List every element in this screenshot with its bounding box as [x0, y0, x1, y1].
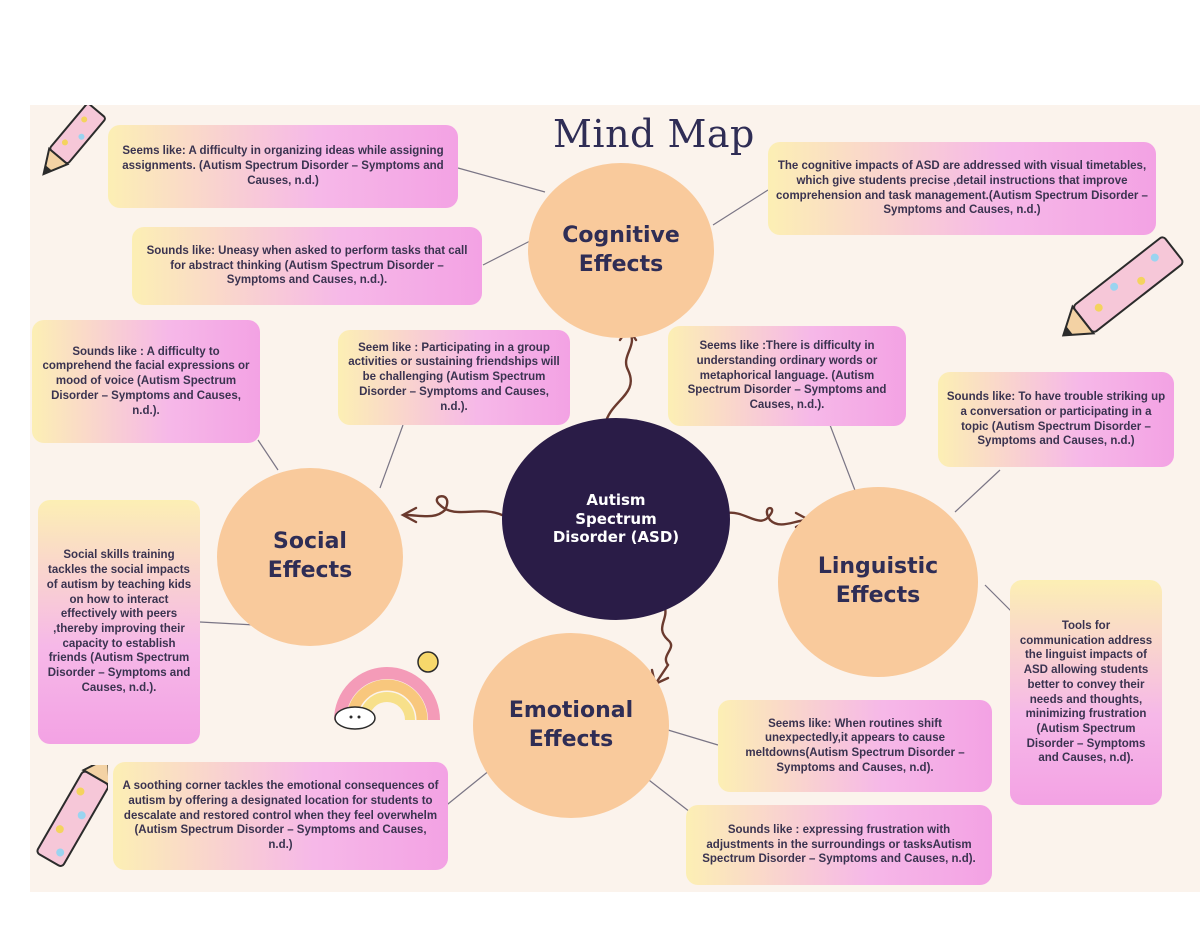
- emotional-effects-node: Emotional Effects: [473, 633, 669, 818]
- node-label-line: Effects: [528, 726, 614, 752]
- node-label-line: Emotional: [508, 697, 634, 723]
- node-label-line: Social: [273, 529, 347, 555]
- note-social-sounds-like: Sounds like : A difficulty to comprehend…: [32, 320, 260, 443]
- note-cognitive-strategy: The cognitive impacts of ASD are address…: [768, 142, 1156, 235]
- pencil-illustration: [1061, 236, 1184, 337]
- note-social-strategy: Social skills training tackles the socia…: [38, 500, 200, 744]
- node-label-line: Effects: [835, 583, 921, 608]
- node-label-line: Cognitive: [562, 222, 680, 248]
- node-label-line: Linguistic: [817, 554, 939, 580]
- note-cognitive-seems-like: Seems like: A difficulty in organizing i…: [108, 125, 458, 208]
- note-social-seems-like: Seem like : Participating in a group act…: [338, 330, 570, 425]
- center-label-line: Spectrum: [575, 509, 657, 528]
- note-linguistic-strategy: Tools for communication address the ling…: [1010, 580, 1162, 805]
- pencil-illustration: [36, 765, 108, 867]
- cognitive-effects-node: Cognitive Effects: [528, 163, 714, 338]
- note-emotional-seems-like: Seems like: When routines shift unexpect…: [718, 700, 992, 792]
- note-emotional-sounds-like: Sounds like : expressing frustration wit…: [686, 805, 992, 885]
- rainbow-illustration: [334, 651, 440, 730]
- note-emotional-strategy: A soothing corner tackles the emotional …: [113, 762, 448, 870]
- center-label-line: Autism: [586, 490, 646, 509]
- node-label-line: Effects: [267, 558, 353, 583]
- page-title: Mind Map: [553, 112, 755, 156]
- social-effects-node: Social Effects: [217, 468, 403, 646]
- linguistic-effects-node: Linguistic Effects: [778, 487, 978, 677]
- note-linguistic-sounds-like: Sounds like: To have trouble striking up…: [938, 372, 1174, 467]
- center-node: Autism Spectrum Disorder (ASD): [502, 418, 730, 620]
- pencil-illustration: [42, 105, 106, 176]
- note-linguistic-seems-like: Seems like :There is difficulty in under…: [668, 326, 906, 426]
- note-cognitive-sounds-like: Sounds like: Uneasy when asked to perfor…: [132, 227, 482, 305]
- center-label-line: Disorder (ASD): [552, 528, 680, 547]
- node-label-line: Effects: [578, 251, 664, 277]
